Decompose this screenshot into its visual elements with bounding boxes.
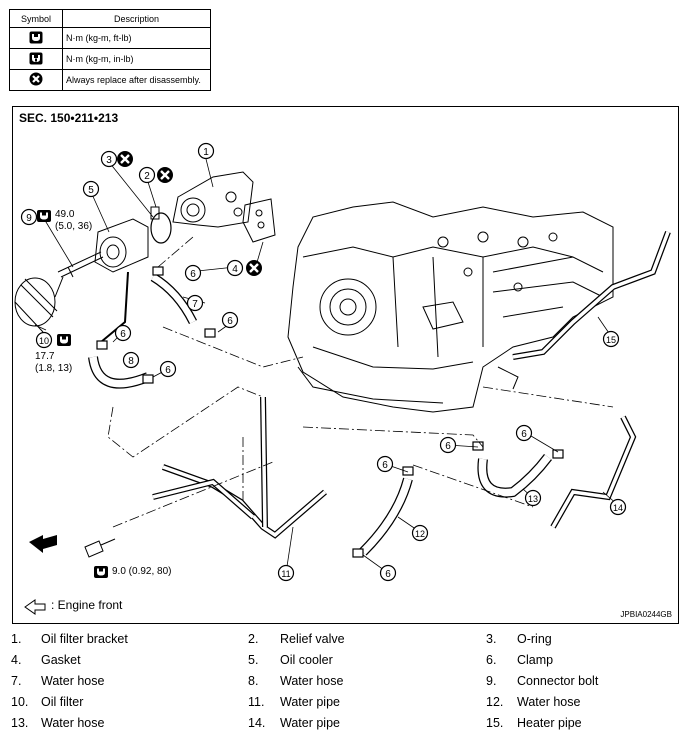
legend-description: N·m (kg-m, in-lb) (62, 48, 211, 70)
part-number: 13. (11, 716, 29, 730)
part-number: 11. (248, 695, 265, 709)
bolt (84, 538, 116, 558)
callout-3: 3 (106, 155, 112, 166)
callout-6: 6 (165, 365, 171, 376)
callout-5: 5 (88, 185, 94, 196)
torque-wrench-icon (29, 31, 43, 43)
callout-4: 4 (232, 264, 238, 275)
clamps (96, 266, 564, 558)
part-number: 1. (11, 632, 22, 646)
part-name: Water pipe (280, 695, 340, 709)
engine-block (287, 201, 614, 413)
callout-markers (20, 142, 627, 582)
oil-cooler (94, 218, 149, 273)
section-title: SEC. 150•211•213 (19, 111, 119, 125)
part-name: O-ring (517, 632, 552, 646)
torque-connector-bolt: 49.0 (5.0, 36) (55, 209, 93, 232)
callout-11: 11 (281, 569, 290, 579)
list-row: 7. Water hose 8. Water hose 9. Connector… (0, 674, 690, 694)
part-name: Connector bolt (517, 674, 599, 688)
heater-pipe-15 (512, 230, 671, 360)
oil-filter (14, 276, 64, 333)
symbol-legend-table: Symbol Description N·m (kg-m, ft-lb) N·m… (9, 9, 211, 91)
part-name: Oil filter bracket (41, 632, 128, 646)
part-number: 7. (11, 674, 22, 688)
gasket (242, 198, 276, 243)
legend-description: Always replace after disassembly. (62, 69, 211, 91)
callout-6: 6 (445, 441, 451, 452)
list-row: 4. Gasket 5. Oil cooler 6. Clamp (0, 653, 690, 673)
front-arrow-icon (29, 535, 57, 553)
diagram-drawing: 1 2 3 4 5 6 6 6 6 6 6 6 6 7 8 9 10 11 12… (14, 142, 671, 615)
part-number: 12. (486, 695, 504, 709)
callout-10: 10 (39, 336, 49, 346)
legend-symbol-cell (9, 27, 63, 49)
part-name: Water hose (280, 674, 344, 688)
part-number: 2. (248, 632, 259, 646)
torque-bolt: 9.0 (0.92, 80) (112, 566, 172, 577)
exploded-diagram: SEC. 150•211•213 (12, 106, 679, 624)
part-name: Water hose (41, 716, 105, 730)
part-name: Clamp (517, 653, 554, 667)
list-row: 13. Water hose 14. Water pipe 15. Heater… (0, 716, 690, 736)
callout-6: 6 (385, 569, 391, 580)
torque-oil-filter: 17.7 (1.8, 13) (35, 351, 73, 374)
leader-lines (107, 236, 614, 528)
part-name: Oil filter (41, 695, 84, 709)
hose-connector (100, 271, 129, 343)
callout-leaders (34, 158, 619, 574)
engine-front-label: : Engine front (51, 598, 123, 612)
callout-9: 9 (26, 213, 32, 224)
part-number: 3. (486, 632, 497, 646)
callout-12: 12 (415, 529, 425, 539)
callout-13: 13 (528, 494, 538, 504)
o-ring (150, 212, 172, 244)
part-number: 4. (11, 653, 22, 667)
connector-bolt (57, 251, 104, 278)
part-name: Water pipe (280, 716, 340, 730)
callout-15: 15 (606, 335, 616, 345)
part-name: Oil cooler (280, 653, 333, 667)
part-number: 5. (248, 653, 259, 667)
part-number: 10. (11, 695, 29, 709)
callout-6: 6 (120, 329, 126, 340)
callout-numbers: 1 2 3 4 5 6 6 6 6 6 6 6 6 7 8 9 10 11 12… (26, 147, 623, 580)
callout-8: 8 (128, 356, 134, 367)
callout-7: 7 (192, 299, 198, 310)
callout-2: 2 (144, 171, 150, 182)
part-name: Relief valve (280, 632, 345, 646)
part-name: Heater pipe (517, 716, 582, 730)
callout-6: 6 (521, 429, 527, 440)
part-number: 14. (248, 716, 266, 730)
part-number: 6. (486, 653, 497, 667)
legend-header-description: Description (62, 9, 211, 28)
part-name: Gasket (41, 653, 81, 667)
part-number: 9. (486, 674, 497, 688)
relief-valve (150, 206, 160, 220)
replace-x-icons (115, 149, 264, 278)
torque-wrench-small-icon (29, 52, 43, 64)
figure-code: JPBIA0244GB (620, 610, 672, 619)
part-name: Water hose (517, 695, 581, 709)
part-number: 8. (248, 674, 259, 688)
callout-6: 6 (190, 269, 196, 280)
oil-filter-bracket (172, 171, 254, 228)
legend-description: N·m (kg-m, ft-lb) (62, 27, 211, 49)
engine-front-arrow-icon (24, 599, 46, 615)
callout-1: 1 (203, 147, 209, 158)
legend-symbol-cell (9, 69, 63, 91)
list-row: 10. Oil filter 11. Water pipe 12. Water … (0, 695, 690, 715)
part-name: Water hose (41, 674, 105, 688)
part-number: 15. (486, 716, 504, 730)
callout-14: 14 (613, 503, 623, 513)
list-row: 1. Oil filter bracket 2. Relief valve 3.… (0, 632, 690, 652)
callout-6: 6 (227, 316, 233, 327)
replace-x-icon (29, 72, 43, 86)
legend-symbol-cell (9, 48, 63, 70)
legend-header-symbol: Symbol (9, 9, 63, 28)
callout-6: 6 (382, 460, 388, 471)
